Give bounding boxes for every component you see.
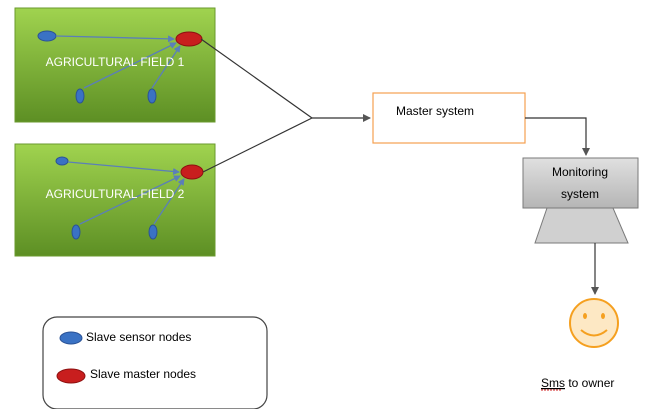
legend-sensor-swatch [59,331,83,345]
smiley-face-icon [569,298,619,348]
legend-master-label: Slave master nodes [90,367,196,381]
sms-to-owner-text: Sms to owner [541,376,614,390]
field-label: AGRICULTURAL FIELD 1 [46,55,185,69]
master-node [175,31,203,47]
link-arrow [67,161,180,175]
sensor-node [148,224,158,240]
field-connectors [200,38,371,173]
sms-word: Sms [541,376,565,390]
field-label: AGRICULTURAL FIELD 2 [46,187,185,201]
master-node [180,164,204,180]
sms-rest: to owner [565,376,614,390]
arrow-to-monitoring [525,117,590,156]
sensor-node [75,88,85,104]
monitoring-label-line2: system [561,187,599,201]
monitor-stand [534,207,629,244]
sensor-node [37,30,57,42]
legend-sensor-label: Slave sensor nodes [86,330,191,344]
monitoring-label-line1: Monitoring [552,165,608,179]
link-arrow [153,178,185,225]
legend-master-swatch [56,368,86,384]
monitoring-system: Monitoring system [522,157,639,244]
master-system-box: Master system [372,92,526,144]
agricultural-field-1: AGRICULTURAL FIELD 1 [14,7,216,123]
link-arrow [79,175,181,225]
sensor-node [71,224,81,240]
legend: Slave sensor nodes Slave master nodes [42,316,268,409]
link-arrow [83,42,177,89]
master-system-label: Master system [396,104,474,118]
agricultural-field-2: AGRICULTURAL FIELD 2 [14,143,216,257]
link-arrow [151,45,181,89]
sensor-node [147,88,157,104]
link-arrow [55,35,175,43]
sensor-node [55,156,69,166]
